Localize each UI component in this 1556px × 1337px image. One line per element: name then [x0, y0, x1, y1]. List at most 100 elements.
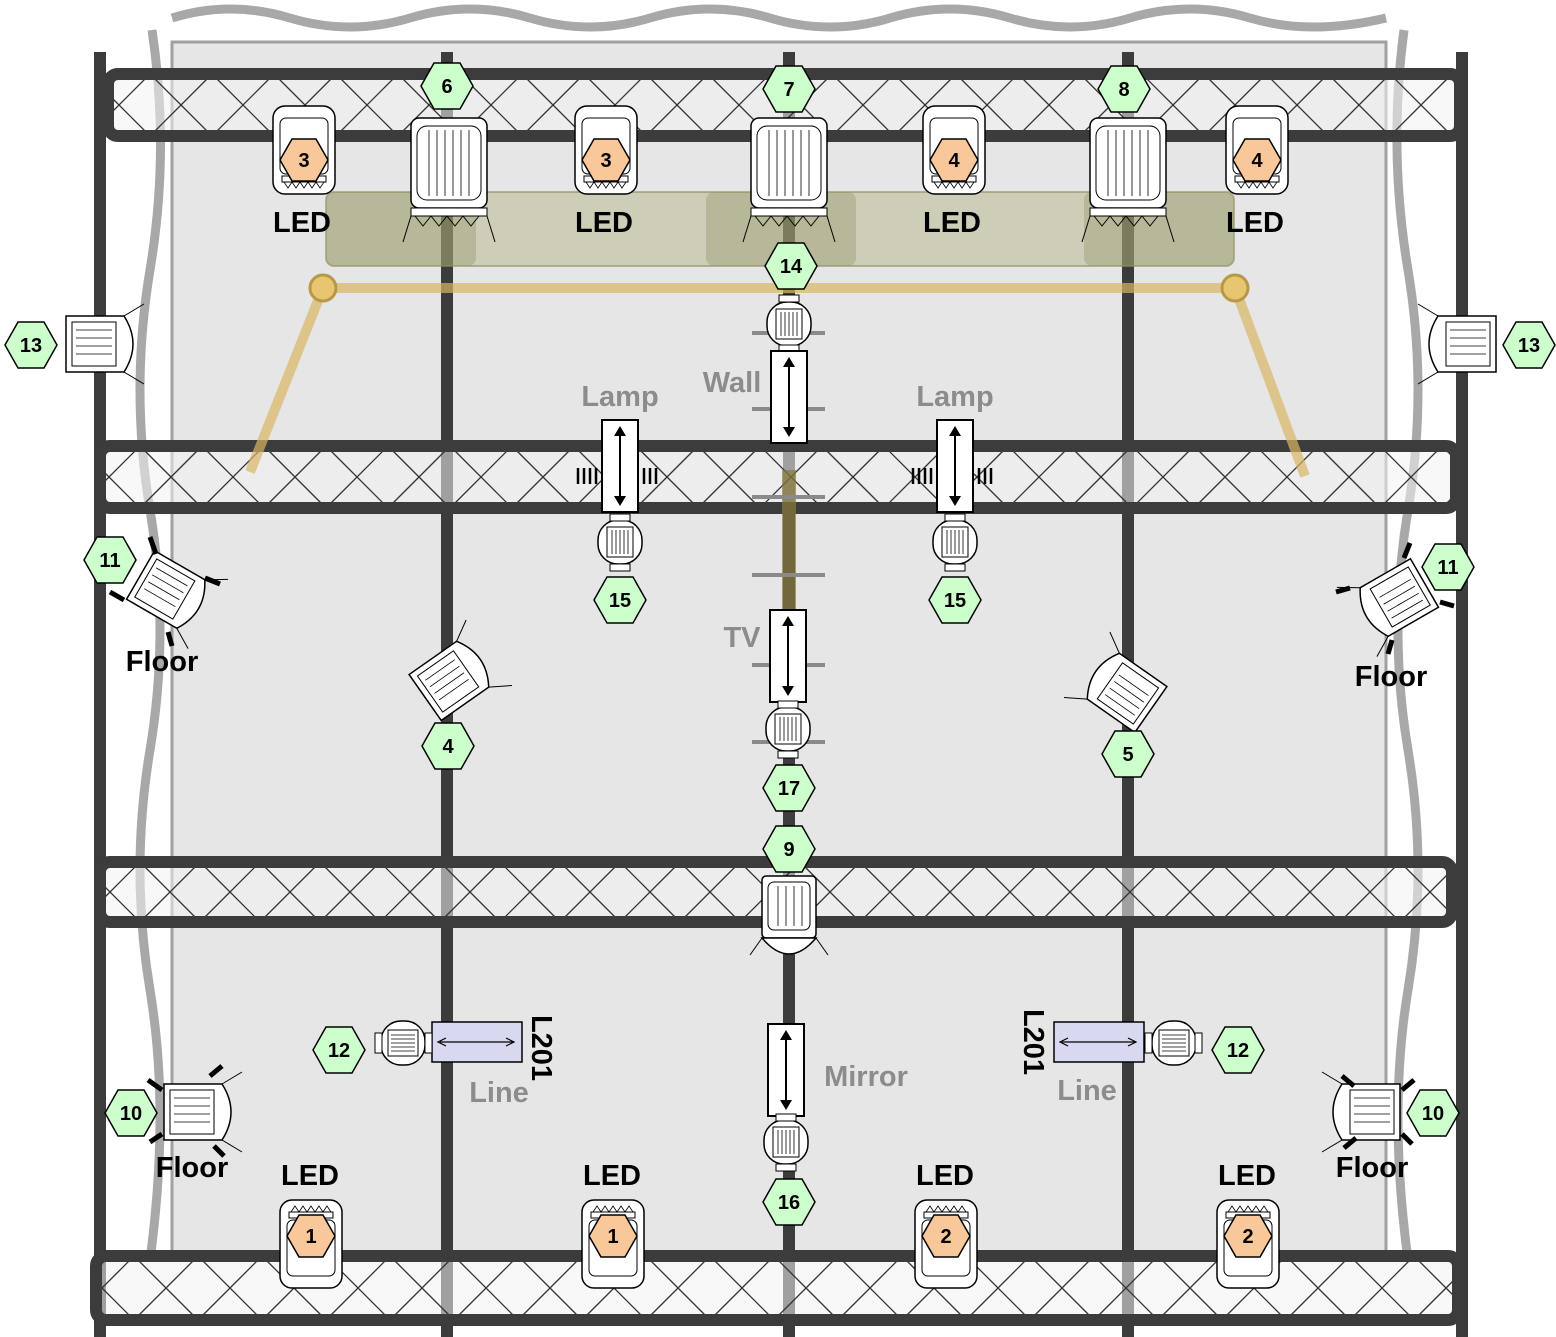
badge-3-a[interactable]: 3 — [279, 138, 329, 182]
truss-lacing — [1069, 445, 1133, 509]
badge-11-right[interactable]: 11 — [1421, 543, 1475, 591]
curtain-left — [135, 29, 165, 1261]
truss-lacing — [1389, 73, 1453, 137]
badge-14[interactable]: 14 — [764, 242, 818, 290]
truss-lacing — [773, 1255, 839, 1321]
badge-13-left-text: 13 — [20, 335, 42, 357]
truss-lacing — [1007, 445, 1071, 509]
profile-fixture-9[interactable] — [749, 875, 829, 956]
badge-11-right-text: 11 — [1437, 557, 1458, 579]
lamp-label-left: Lamp — [581, 381, 658, 413]
badge-4-mid[interactable]: 4 — [421, 722, 475, 770]
floor-stand-right-upper — [1335, 542, 1455, 655]
truss-lacing — [1029, 1255, 1095, 1321]
badge-7[interactable]: 7 — [762, 65, 816, 113]
truss-lacing — [965, 1255, 1031, 1321]
line-rail-left[interactable] — [431, 1021, 523, 1063]
badge-11-left-text: 11 — [99, 550, 120, 572]
led-label-top-1: LED — [273, 207, 331, 239]
badge-6[interactable]: 6 — [420, 62, 474, 110]
truss-lacing — [619, 861, 681, 923]
truss-lacing — [893, 73, 957, 137]
badge-15-left-text: 15 — [609, 590, 631, 612]
track-pulley-right — [1220, 273, 1250, 303]
truss-lacing — [1131, 445, 1195, 509]
line-label-right: Line — [1057, 1075, 1117, 1107]
truss-lacing — [919, 861, 981, 923]
truss-lacing — [709, 1255, 775, 1321]
badge-2-a-text: 2 — [940, 1226, 951, 1248]
badge-15-right[interactable]: 15 — [928, 576, 982, 624]
flood-fixture-13-right[interactable] — [1417, 303, 1497, 385]
tv-rail[interactable] — [769, 609, 807, 703]
l201-label-left: L201 — [525, 1015, 557, 1081]
truss-lacing — [511, 445, 575, 509]
truss-lacing — [99, 861, 141, 903]
floor-label-right-lower: Floor — [1336, 1152, 1409, 1184]
truss-lacing — [1279, 861, 1341, 923]
badge-8[interactable]: 8 — [1097, 65, 1151, 113]
truss-lacing — [521, 73, 585, 137]
truss-lacing — [1039, 861, 1101, 923]
truss-lacing — [645, 1255, 711, 1321]
truss-lacing — [1017, 73, 1081, 137]
badge-13-left[interactable]: 13 — [4, 321, 58, 369]
truss-lacing — [139, 861, 201, 923]
lamp-rail-right[interactable] — [936, 419, 974, 513]
truss-lacing — [499, 861, 561, 923]
badge-9[interactable]: 9 — [762, 825, 816, 873]
badge-12-left[interactable]: 12 — [312, 1026, 366, 1074]
badge-1-a-text: 1 — [305, 1226, 316, 1248]
badge-16[interactable]: 16 — [762, 1178, 816, 1226]
badge-2-b-text: 2 — [1242, 1226, 1253, 1248]
truss-downstage-frame — [90, 1250, 1464, 1326]
lamp-rail-left[interactable] — [601, 419, 639, 513]
truss-downstage — [90, 1250, 1464, 1326]
badge-1-a[interactable]: 1 — [286, 1214, 336, 1258]
badge-11-left[interactable]: 11 — [83, 536, 137, 584]
truss-lacing — [149, 73, 213, 137]
truss-lacing — [107, 93, 151, 137]
badge-4-b[interactable]: 4 — [1232, 138, 1282, 182]
truss-lacing — [559, 861, 621, 923]
truss-lacing — [1413, 1275, 1459, 1321]
led-label-bottom-1: LED — [281, 1160, 339, 1192]
lamp-label-right: Lamp — [916, 381, 993, 413]
line-rail-right[interactable] — [1053, 1021, 1145, 1063]
badge-4-a[interactable]: 4 — [929, 138, 979, 182]
badge-16-text: 16 — [778, 1192, 800, 1214]
l201-label-right: L201 — [1017, 1009, 1049, 1075]
badge-5-mid[interactable]: 5 — [1101, 730, 1155, 778]
mirror-rail[interactable] — [767, 1023, 805, 1117]
floor-stand-left-upper — [108, 536, 221, 647]
truss-lacing — [319, 861, 381, 923]
lamp-hatch-right — [911, 468, 993, 484]
badge-2-a[interactable]: 2 — [921, 1214, 971, 1258]
badge-8-text: 8 — [1118, 79, 1129, 101]
badge-10-right[interactable]: 10 — [1406, 1089, 1460, 1137]
badge-3-b[interactable]: 3 — [581, 138, 631, 182]
badge-15-left[interactable]: 15 — [593, 576, 647, 624]
truss-lacing — [1413, 1255, 1459, 1301]
truss-lacing — [1159, 861, 1221, 923]
badge-2-b[interactable]: 2 — [1223, 1214, 1273, 1258]
truss-lacing — [387, 445, 451, 509]
wall-rail[interactable] — [770, 350, 808, 444]
truss-lacing — [1255, 445, 1319, 509]
truss-lacing — [199, 861, 261, 923]
flood-fixture-13-left[interactable] — [65, 303, 145, 385]
badge-17[interactable]: 17 — [762, 764, 816, 812]
badge-10-left[interactable]: 10 — [104, 1089, 158, 1137]
badge-3-a-text: 3 — [298, 150, 309, 172]
badge-1-b[interactable]: 1 — [588, 1214, 638, 1258]
badge-9-text: 9 — [783, 839, 794, 861]
badge-13-right[interactable]: 13 — [1502, 321, 1556, 369]
badge-14-text: 14 — [780, 256, 803, 278]
badge-10-left-text: 10 — [120, 1103, 142, 1125]
tv-label: TV — [723, 622, 761, 654]
truss-lacing — [707, 73, 771, 137]
truss-lacing — [821, 445, 885, 509]
led-label-top-3: LED — [923, 207, 981, 239]
badge-12-right[interactable]: 12 — [1211, 1026, 1265, 1074]
